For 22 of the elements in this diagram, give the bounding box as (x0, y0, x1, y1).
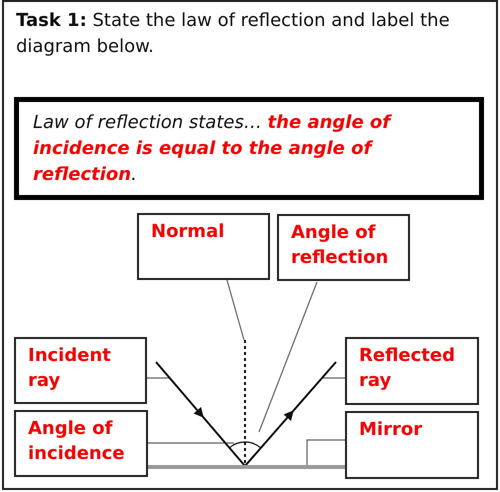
label-text: Mirror (359, 418, 422, 442)
label-box (345, 337, 479, 405)
label-box (137, 213, 270, 280)
leader-line (306, 439, 345, 465)
normal-line (244, 340, 246, 466)
label-text: Angle of reflection (291, 221, 390, 270)
leader-line (147, 377, 170, 379)
label-text: Normal (151, 220, 224, 244)
label-box (345, 411, 479, 479)
label-box (14, 410, 148, 477)
mirror-surface (148, 465, 345, 469)
leader-line (226, 280, 245, 340)
task-heading: Task 1: State the law of reflection and label the diagram below. (16, 9, 451, 59)
leader-line (322, 377, 345, 379)
label-text: Incident ray (28, 344, 112, 393)
law-statement: Law of reflection states… the angle of incidence is equal to the angle of reflection. (33, 111, 393, 187)
label-text: Angle of incidence (28, 417, 126, 466)
label-text: Reflected ray (359, 344, 456, 393)
leader-line (148, 442, 234, 444)
law-statement-box (14, 97, 484, 200)
label-box (14, 337, 147, 404)
label-box (277, 214, 410, 281)
